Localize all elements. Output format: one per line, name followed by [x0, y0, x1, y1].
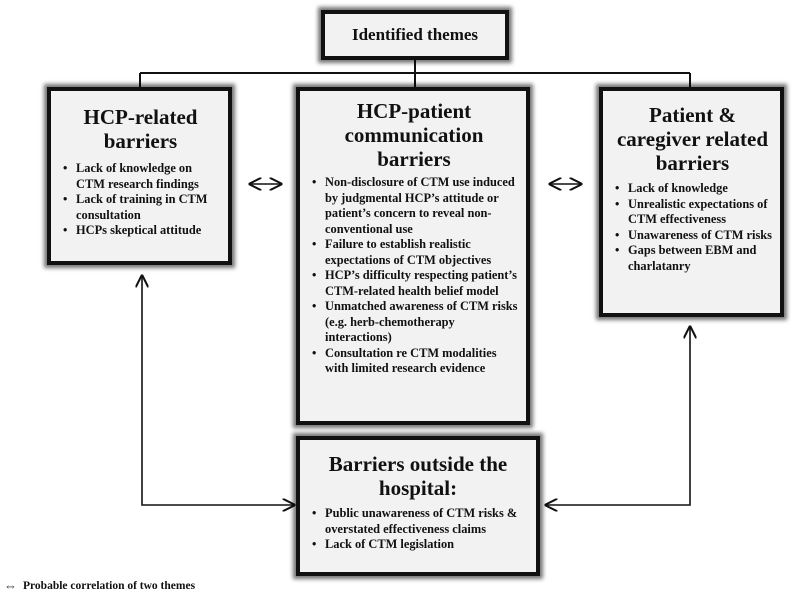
list-item: Unawareness of CTM risks: [611, 228, 774, 244]
list-item: Failure to establish realistic expectati…: [308, 237, 520, 268]
hcp-barriers-list: Lack of knowledge on CTM research findin…: [59, 161, 222, 239]
patient-barriers-list: Lack of knowledge Unrealistic expectatio…: [611, 181, 774, 274]
root-title: Identified themes: [351, 25, 479, 45]
patient-barriers-title: Patient & caregiver related barriers: [616, 103, 769, 176]
list-item: HCPs skeptical attitude: [59, 223, 222, 239]
outside-barriers-box: Barriers outside the hospital: Public un…: [296, 436, 540, 576]
correlation-arrow-hcp-outside: [142, 276, 294, 505]
list-item: Public unawareness of CTM risks & overst…: [308, 506, 528, 537]
hcp-barriers-title: HCP-related barriers: [83, 105, 198, 154]
list-item: Consultation re CTM modalities with limi…: [308, 346, 520, 377]
double-arrow-icon: ⇔: [4, 578, 17, 593]
list-item: Non-disclosure of CTM use induced by jud…: [308, 175, 520, 237]
communication-barriers-box: HCP-patient communication barriers Non-d…: [296, 87, 530, 425]
outside-barriers-title: Barriers outside the hospital:: [328, 452, 508, 501]
list-item: Lack of knowledge: [611, 181, 774, 197]
list-item: Unmatched awareness of CTM risks (e.g. h…: [308, 299, 520, 346]
correlation-arrow-patient-outside: [546, 327, 690, 505]
communication-barriers-list: Non-disclosure of CTM use induced by jud…: [308, 175, 520, 377]
list-item: Gaps between EBM and charlatanry: [611, 243, 774, 274]
list-item: Lack of training in CTM consultation: [59, 192, 222, 223]
list-item: Lack of CTM legislation: [308, 537, 528, 553]
list-item: HCP’s difficulty respecting patient’s CT…: [308, 268, 520, 299]
hcp-barriers-box: HCP-related barriers Lack of knowledge o…: [47, 87, 232, 265]
list-item: Unrealistic expectations of CTM effectiv…: [611, 197, 774, 228]
root-box: Identified themes: [321, 10, 509, 60]
patient-barriers-box: Patient & caregiver related barriers Lac…: [599, 87, 784, 317]
outside-barriers-list: Public unawareness of CTM risks & overst…: [308, 506, 528, 553]
list-item: Lack of knowledge on CTM research findin…: [59, 161, 222, 192]
legend: ⇔ Probable correlation of two themes: [4, 578, 195, 594]
legend-text: Probable correlation of two themes: [23, 580, 196, 592]
communication-barriers-title: HCP-patient communication barriers: [344, 99, 484, 172]
